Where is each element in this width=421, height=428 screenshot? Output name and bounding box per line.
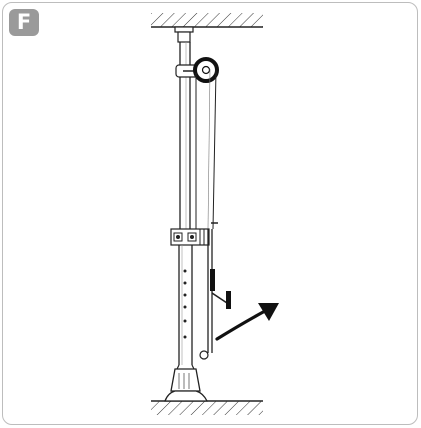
ceiling: [151, 13, 263, 28]
curved-arrow-up-right-icon: [215, 303, 279, 341]
figure-label-badge: F: [9, 9, 39, 36]
adjust-hole: [183, 305, 187, 309]
adjust-hole: [183, 281, 187, 285]
foot-pad: [164, 390, 209, 402]
adjust-hole: [183, 319, 187, 323]
figure-frame: F: [2, 2, 418, 425]
pulley-assembly: [175, 57, 219, 83]
lower-pole: [178, 245, 193, 365]
adjust-hole: [183, 335, 187, 339]
pulley-axle: [201, 65, 211, 75]
cable: [195, 68, 217, 230]
floor: [151, 400, 263, 415]
crank-handle-upper: [210, 269, 215, 291]
telescopic-pole-installation-diagram: [151, 13, 279, 415]
crank-arm: [211, 292, 228, 304]
adjust-hole: [183, 269, 187, 273]
height-clamp: [170, 228, 210, 246]
ceiling-hatch: [151, 13, 263, 27]
top-cap: [174, 26, 194, 43]
crank-handle-grip: [226, 291, 231, 309]
winch-crank: [199, 222, 231, 360]
crank-base: [199, 350, 209, 360]
pole-foot: [164, 364, 209, 402]
floor-hatch: [151, 401, 263, 415]
adjust-hole: [183, 293, 187, 297]
